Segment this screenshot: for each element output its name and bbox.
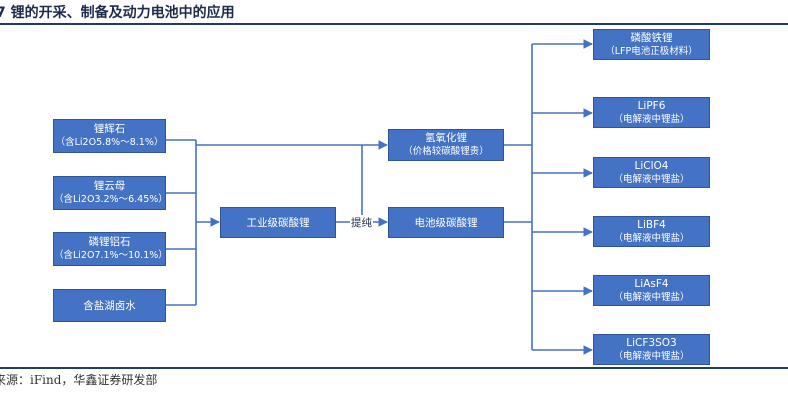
node-liclo4: LiClO4 （电解液中锂盐） [593, 157, 710, 188]
node-libf4: LiBF4 （电解液中锂盐） [593, 216, 710, 247]
node-amblygonite: 磷锂铝石 （含Li2O7.1%～10.1%） [53, 232, 168, 266]
node-lepidolite: 锂云母 （含Li2O3.2%～6.45%） [53, 176, 168, 210]
node-liasf4-name: LiAsF4 [634, 277, 669, 290]
node-libf4-sub: （电解液中锂盐） [613, 232, 690, 244]
node-industrial-carbonate-name: 工业级碳酸锂 [246, 216, 310, 229]
node-lithium-hydroxide-sub: （价格较碳酸锂贵） [403, 146, 489, 157]
node-battery-carbonate: 电池级碳酸锂 [388, 207, 504, 238]
node-lipf6-sub: （电解液中锂盐） [613, 113, 690, 125]
node-lithium-hydroxide: 氢氧化锂 （价格较碳酸锂贵） [388, 129, 504, 161]
bottom-rule [0, 367, 788, 369]
node-libf4-name: LiBF4 [637, 218, 666, 231]
node-spodumene-sub: （含Li2O5.8%～8.1%） [55, 137, 164, 148]
node-spodumene: 锂辉石 （含Li2O5.8%～8.1%） [53, 119, 166, 153]
node-brine-name: 含盐湖卤水 [83, 299, 136, 312]
node-liclo4-name: LiClO4 [634, 159, 669, 172]
node-liasf4-sub: （电解液中锂盐） [613, 291, 690, 303]
purify-label: 提纯 [350, 215, 373, 230]
node-amblygonite-sub: （含Li2O7.1%～10.1%） [54, 250, 168, 261]
node-licf3so3-sub: （电解液中锂盐） [613, 350, 690, 362]
node-lithium-hydroxide-name: 氢氧化锂 [425, 132, 467, 144]
node-battery-carbonate-name: 电池级碳酸锂 [414, 216, 478, 229]
source-note: 来源：iFind，华鑫证券研发部 [0, 373, 158, 387]
node-amblygonite-name: 磷锂铝石 [88, 236, 131, 248]
node-liasf4: LiAsF4 （电解液中锂盐） [593, 275, 710, 306]
node-lepidolite-sub: （含Li2O3.2%～6.45%） [54, 194, 168, 205]
node-spodumene-name: 锂辉石 [93, 123, 126, 135]
node-brine: 含盐湖卤水 [53, 289, 166, 322]
node-lfp-sub: （LFP电池正极材料） [605, 45, 698, 57]
node-licf3so3-name: LiCF3SO3 [626, 336, 677, 349]
node-industrial-carbonate: 工业级碳酸锂 [220, 207, 336, 238]
node-lipf6: LiPF6 （电解液中锂盐） [593, 97, 710, 128]
node-liclo4-sub: （电解液中锂盐） [613, 173, 690, 185]
title-rule [0, 23, 788, 25]
figure-title: 7 锂的开采、制备及动力电池中的应用 [0, 5, 235, 21]
node-licf3so3: LiCF3SO3 （电解液中锂盐） [593, 334, 710, 365]
node-lfp-name: 磷酸铁锂 [630, 31, 673, 44]
node-lepidolite-name: 锂云母 [93, 180, 126, 192]
node-lfp: 磷酸铁锂 （LFP电池正极材料） [593, 29, 710, 60]
node-lipf6-name: LiPF6 [637, 99, 666, 112]
